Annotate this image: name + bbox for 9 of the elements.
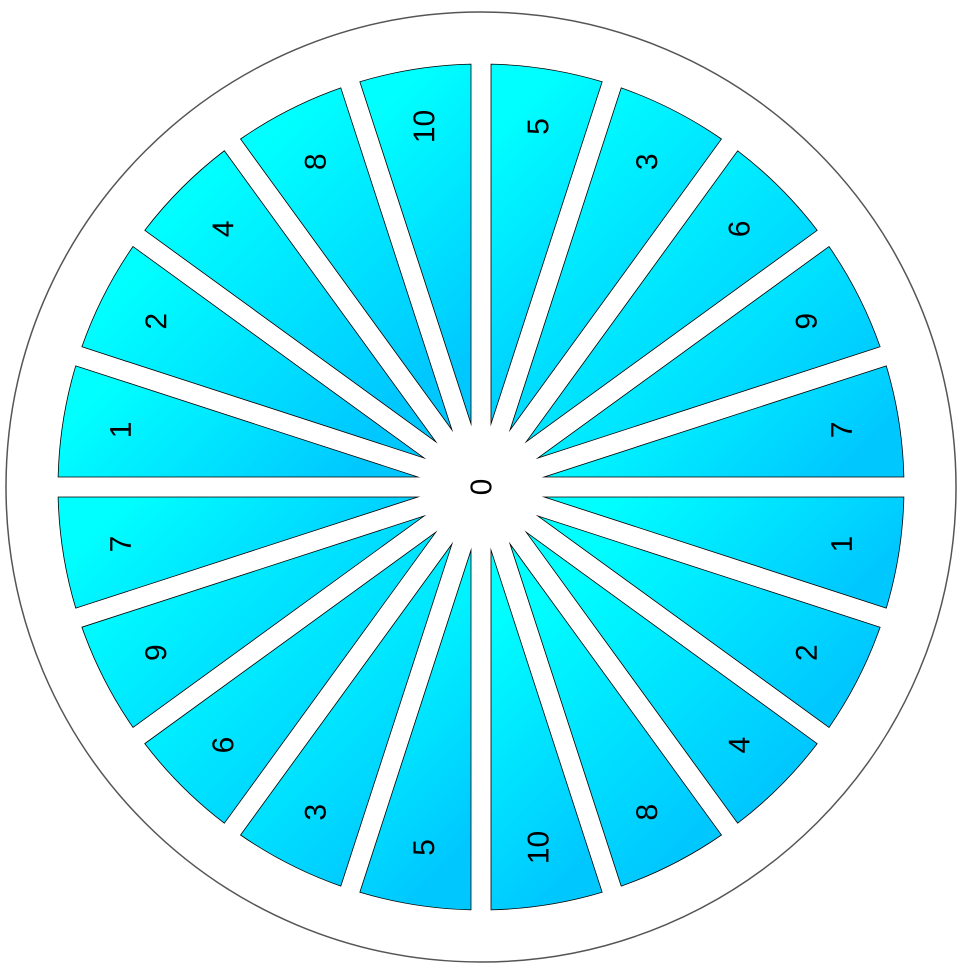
sector: 5: [359, 550, 472, 910]
sector: 5: [490, 64, 603, 424]
sector: 10: [490, 550, 603, 910]
sector: 1: [58, 365, 418, 478]
sector: 10: [359, 64, 472, 424]
sector: 7: [544, 365, 904, 478]
sector: 7: [58, 496, 418, 609]
sector: 1: [544, 496, 904, 609]
center-label: 0: [470, 480, 492, 494]
